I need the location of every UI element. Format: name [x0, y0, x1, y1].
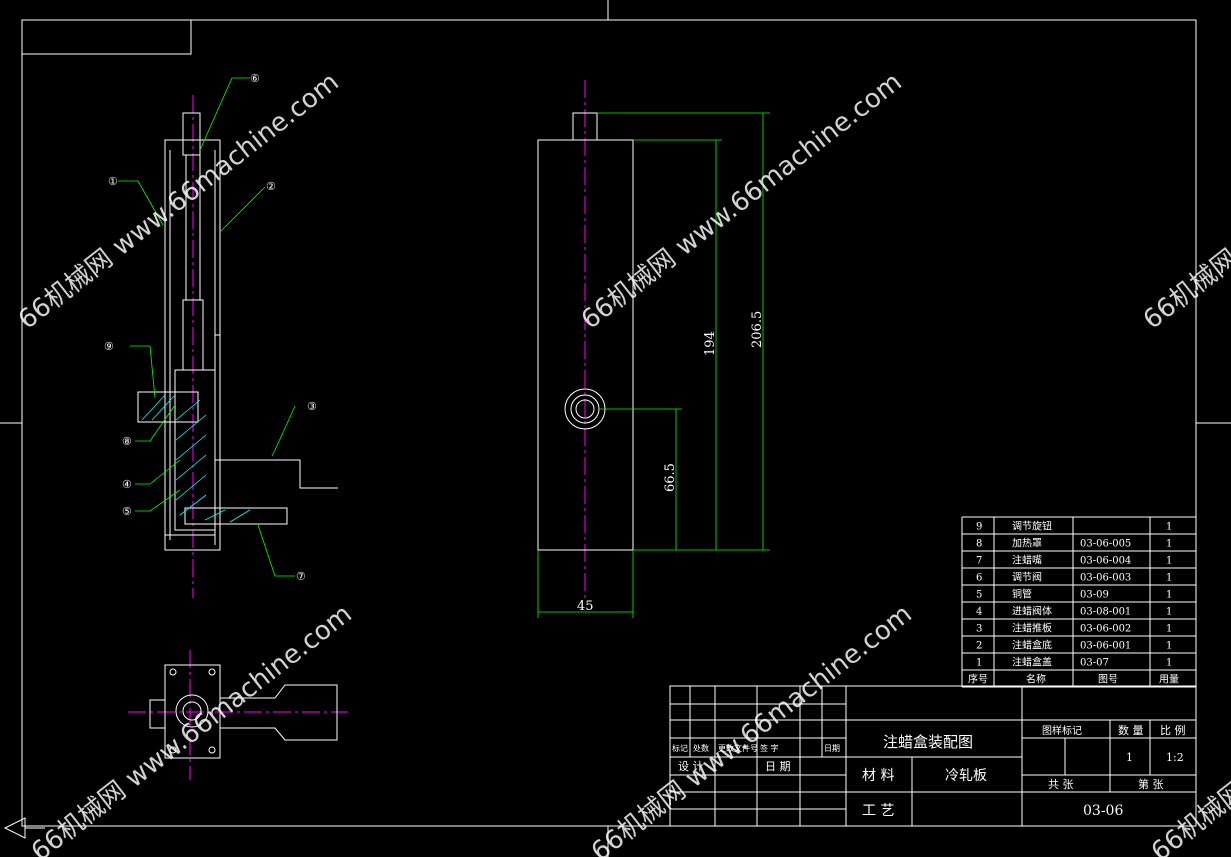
rev-label-date: 日期 [824, 744, 840, 753]
material-value: 冷轧板 [945, 768, 987, 784]
bom-cell-no: 4 [976, 607, 982, 618]
balloon-7: ⑦ [296, 570, 306, 583]
watermark-text: 66机械网 www.66machine.com [1138, 67, 1231, 335]
balloon-5: ⑤ [122, 505, 132, 518]
balloon-2: ② [266, 180, 276, 193]
bom-cell-no: 7 [976, 556, 982, 567]
bom-cell-no: 8 [976, 539, 982, 550]
drawing-number: 03-06 [1083, 803, 1123, 819]
watermark: 66机械网 www.66machine.com 66机械网 www.66mach… [13, 67, 1231, 857]
bom-cell-name: 注蜡盒盖 [1012, 656, 1052, 669]
bom-header-cell: 图号 [1098, 674, 1118, 686]
bom-cell-qty: 1 [1166, 607, 1172, 618]
bom-cell-qty: 1 [1166, 573, 1172, 584]
bom-cell-qty: 1 [1166, 658, 1172, 669]
sheet-no-label: 第 张 [1138, 777, 1164, 791]
dim-206-5: 206.5 [750, 311, 765, 348]
top-view [128, 650, 348, 780]
drawing-title: 注蜡盒装配图 [883, 733, 973, 751]
bom-cell-code: 03-09 [1080, 590, 1109, 601]
bom-cell-code: 03-06-002 [1080, 624, 1131, 635]
rev-label-mark: 标记 [672, 743, 688, 753]
balloon-9: ⑨ [104, 340, 114, 353]
header-qty: 数 量 [1118, 724, 1144, 737]
bom-cell-qty: 1 [1166, 590, 1172, 601]
bom-cell-code: 03-08-001 [1080, 607, 1131, 618]
bom-cell-code: 03-07 [1080, 658, 1109, 669]
dim-194: 194 [703, 331, 718, 356]
balloon-8: ⑧ [122, 435, 132, 448]
material-label: 材 料 [862, 768, 894, 784]
bom-cell-name: 调节旋钮 [1012, 520, 1052, 533]
dimension-labels: 194 206.5 66.5 45 [577, 311, 765, 614]
section-view [118, 77, 338, 598]
bom-cell-qty: 1 [1166, 624, 1172, 635]
bom-cell-no: 3 [976, 624, 982, 635]
rev-label-count: 处数 [693, 743, 709, 753]
corner-triangle-icon [3, 817, 45, 839]
bom-cell-no: 1 [976, 658, 982, 669]
watermark-text: 66机械网 www.66machine.com [26, 599, 358, 857]
bom-header-cell: 用量 [1159, 674, 1179, 686]
qty-value: 1 [1126, 751, 1133, 764]
balloon-6: ⑥ [250, 72, 260, 85]
watermark-text: 66机械网 www.66machine.com [1146, 599, 1231, 857]
rev-label-sign: 签 字 [760, 743, 779, 753]
sheets-total-label: 共 张 [1048, 778, 1074, 791]
bom-cell-qty: 1 [1166, 539, 1172, 550]
bom-cell-name: 注蜡盒底 [1012, 639, 1052, 652]
bom-cell-no: 6 [976, 573, 982, 584]
bom-cell-name: 进蜡阀体 [1012, 605, 1052, 618]
process-label: 工 艺 [862, 803, 894, 819]
balloon-1: ① [108, 175, 118, 188]
bom-cell-qty: 1 [1166, 556, 1172, 567]
bom-cell-name: 注蜡推板 [1012, 622, 1052, 635]
watermark-text: 66机械网 www.66machine.com [13, 67, 345, 335]
rev-label-doc: 更改文件号 [718, 743, 758, 753]
date-label: 日 期 [765, 760, 791, 773]
bom-cell-code: 03-06-003 [1080, 573, 1131, 584]
balloon-3: ③ [307, 400, 317, 413]
watermark-text: 66机械网 www.66machine.com [576, 67, 908, 335]
bom-cell-name: 调节阀 [1012, 571, 1042, 584]
bom-header-cell: 名称 [1026, 673, 1046, 686]
bom-cell-no: 5 [976, 590, 982, 601]
title-block: 标记 处数 更改文件号 签 字 日期 设 计 日 期 注蜡盒装配图 材 料 冷轧… [669, 685, 1197, 827]
header-scale: 比 例 [1160, 723, 1186, 737]
bom-cell-no: 9 [976, 522, 982, 533]
dim-66-5: 66.5 [663, 463, 678, 492]
bom-cell-qty: 1 [1166, 522, 1172, 533]
bom-cell-code: 03-06-004 [1080, 556, 1131, 567]
bom-header-cell: 序号 [968, 673, 988, 686]
header-mark: 图样标记 [1042, 724, 1082, 737]
bom-cell-code: 03-06-001 [1080, 641, 1131, 652]
bom-cell-name: 注蜡嘴 [1012, 554, 1042, 567]
bom-table: 9 调节旋钮 1 8 加热罩 03-06-005 1 7 注蜡嘴 03-06-004 1 6 调节阀 03… [961, 516, 1197, 688]
bom-cell-name: 加热罩 [1012, 537, 1042, 550]
design-label: 设 计 [678, 760, 704, 773]
scale-value: 1:2 [1166, 751, 1184, 764]
bom-cell-qty: 1 [1166, 641, 1172, 652]
bom-cell-name: 铜管 [1012, 588, 1032, 601]
balloon-labels: ① ② ③ ④ ⑤ ⑥ ⑦ ⑧ ⑨ [104, 72, 317, 583]
front-view [537, 80, 770, 618]
dim-45: 45 [577, 599, 594, 614]
bom-cell-no: 2 [976, 641, 982, 652]
balloon-4: ④ [122, 478, 132, 491]
bom-cell-code: 03-06-005 [1080, 539, 1131, 550]
